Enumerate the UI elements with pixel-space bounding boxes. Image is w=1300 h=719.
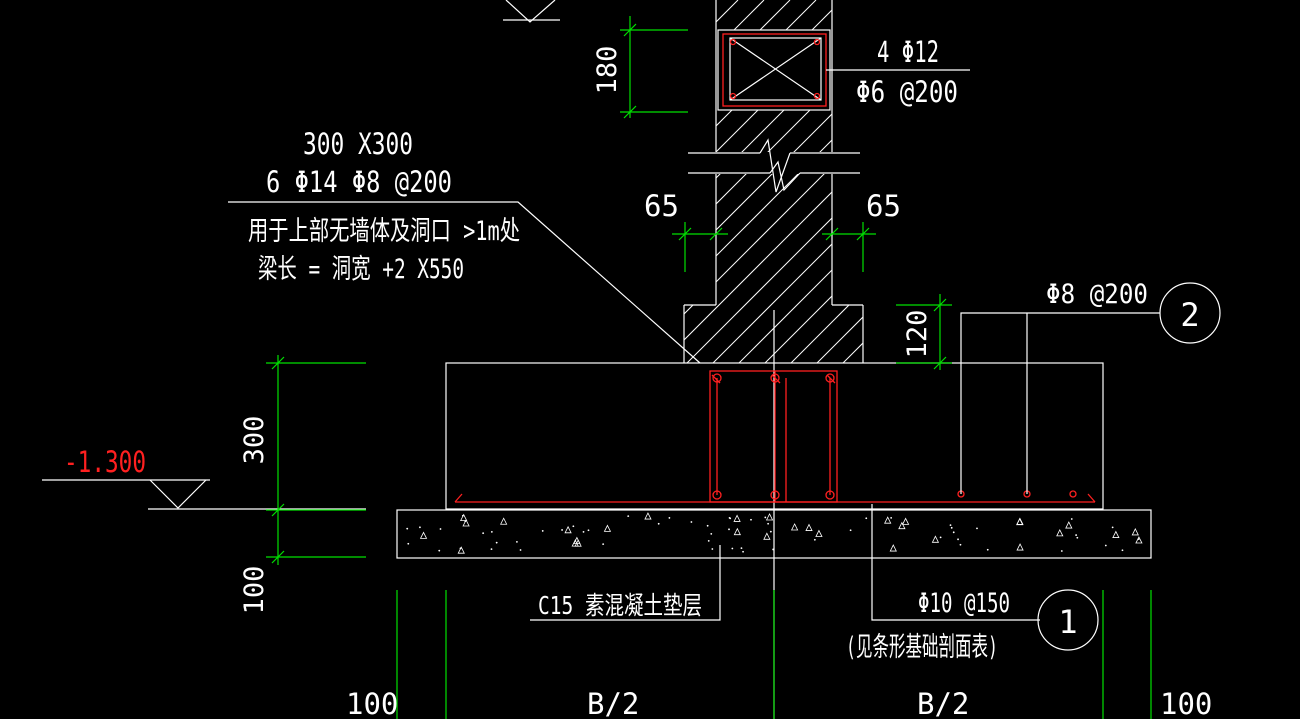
- dim-bottom-right: 100: [1160, 687, 1212, 719]
- dimension-lines: [266, 0, 1152, 719]
- collar-bars-label: 4 Φ12: [877, 35, 939, 69]
- footing-bottom-rebar: [454, 490, 1096, 503]
- beam-rebar-label: 6 Φ14 Φ8 @200: [266, 165, 452, 199]
- callout-circle-2: [1159, 282, 1221, 344]
- callout-circle-1: [1037, 589, 1099, 651]
- dim-bottom-half-left: B/2: [587, 687, 639, 719]
- dim-step-height: 120: [902, 310, 933, 359]
- wall-outline: [683, 0, 864, 363]
- dim-offset-right: 65: [866, 189, 901, 223]
- beam-size-label: 300 X300: [303, 127, 413, 161]
- main-bars-label: Φ10 @150: [918, 588, 1010, 619]
- dim-footing-height: 300: [239, 416, 270, 465]
- callout-1-number: 1: [1058, 603, 1077, 641]
- dim-cushion-thickness: 100: [239, 566, 270, 615]
- collar-beam: [717, 29, 831, 111]
- dim-collar-height: 180: [592, 46, 623, 95]
- cushion-aggregate-dots: [406, 512, 1143, 554]
- dim-bottom-half-right: B/2: [917, 687, 969, 719]
- leader-lines: [228, 69, 1160, 621]
- callout-2-number: 2: [1180, 296, 1199, 334]
- collar-stirrup-label: Φ6 @200: [856, 75, 958, 109]
- dim-bottom-left: 100: [346, 687, 398, 719]
- dist-bars-label: Φ8 @200: [1046, 279, 1148, 310]
- elevation-label: -1.300: [64, 445, 146, 479]
- cushion-layer: [396, 509, 1152, 559]
- dim-offset-left: 65: [644, 189, 679, 223]
- main-bars-note: (见条形基础剖面表): [846, 632, 998, 663]
- cushion-label: C15 素混凝土垫层: [538, 591, 702, 620]
- elevation-symbol: [42, 479, 366, 510]
- beam-note-1: 用于上部无墙体及洞口 >1m处: [248, 216, 520, 247]
- strip-footing: [445, 362, 1104, 510]
- beam-note-2: 梁长 = 洞宽 +2 X550: [258, 254, 464, 285]
- annotation-text: 4 Φ12 Φ6 @200 300 X300 6 Φ14 Φ8 @200 用于上…: [64, 35, 1212, 719]
